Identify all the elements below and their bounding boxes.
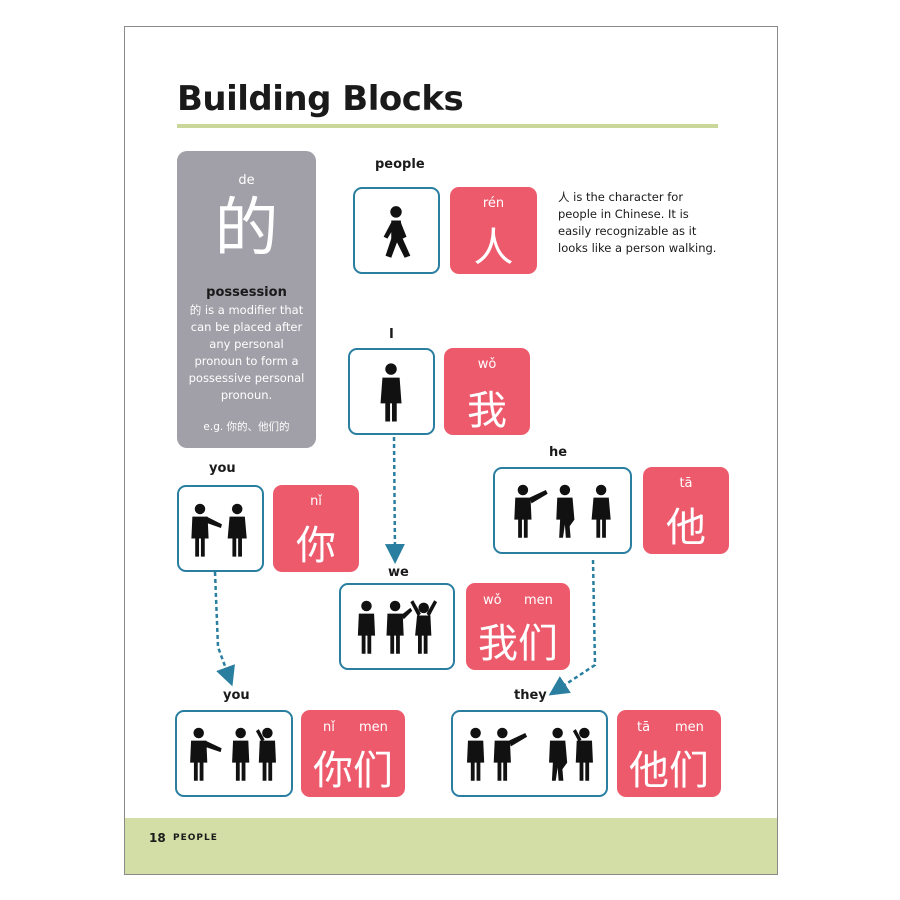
pinyin-first: nǐ <box>323 720 335 735</box>
arrow-he-to-they <box>548 559 597 696</box>
pointing-person-icon <box>177 485 264 572</box>
sidebar-pinyin: de <box>238 173 255 188</box>
pinyin-second: men <box>359 720 388 735</box>
sidebar-body: 的 is a modifier that can be placed after… <box>188 303 305 402</box>
walking-person-icon <box>353 187 440 274</box>
relationship-arrows <box>213 436 597 696</box>
character-box-he: tā 他 <box>643 467 729 554</box>
title-underline <box>177 124 718 128</box>
character: 你们 <box>313 748 393 794</box>
character: 他 <box>666 505 706 551</box>
pinyin-first: wǒ <box>483 593 502 608</box>
character-box-i: wǒ 我 <box>444 348 530 435</box>
sidebar-character: 的 <box>214 192 279 266</box>
character: 我 <box>467 388 507 434</box>
i-label: I <box>389 327 394 342</box>
pointing-at-person-icon <box>493 467 632 554</box>
pinyin-first: tā <box>637 720 651 735</box>
page-title: Building Blocks <box>177 79 464 119</box>
pinyin: rén <box>482 196 505 211</box>
character-box-we: wǒ men 我们 <box>466 583 570 670</box>
pinyin-second: men <box>675 720 704 735</box>
character: 你 <box>296 523 336 569</box>
character-box-they: tā men 他们 <box>617 710 721 797</box>
we-label: we <box>388 565 409 580</box>
page-number: 18 <box>149 831 166 845</box>
people-description: 人 is the character for people in Chinese… <box>558 190 717 255</box>
possession-sidebar: de 的 possession 的 is a modifier that can… <box>177 151 316 448</box>
sidebar-heading: possession <box>206 285 287 300</box>
character: 我们 <box>478 621 558 667</box>
character-box-you: nǐ 你 <box>273 485 359 572</box>
workbook-page: Building Blocks de 的 possession 的 is a m… <box>124 26 778 875</box>
pointing-at-pair-icon <box>451 710 608 797</box>
they-label: they <box>514 688 547 703</box>
pointing-at-group-icon <box>175 710 293 797</box>
character-box-you-plural: nǐ men 你们 <box>301 710 405 797</box>
section-name: PEOPLE <box>173 833 218 843</box>
you-label: you <box>209 461 236 476</box>
arrow-you-to-you-plural <box>213 571 235 687</box>
character-box-people: rén 人 <box>450 187 537 274</box>
you-plural-label: you <box>223 688 250 703</box>
pinyin-second: men <box>524 593 553 608</box>
sidebar-example: e.g. 你的、他们的 <box>203 421 290 433</box>
arrow-i-to-we <box>384 436 405 564</box>
single-person-icon <box>348 348 435 435</box>
page-footer: 18 PEOPLE <box>125 818 777 874</box>
people-label: people <box>375 157 425 172</box>
pinyin: wǒ <box>477 357 497 372</box>
group-cheering-icon <box>339 583 455 670</box>
pinyin: nǐ <box>310 494 322 509</box>
character: 人 <box>473 225 514 271</box>
character: 他们 <box>629 748 709 794</box>
pinyin: tā <box>679 476 693 491</box>
he-label: he <box>549 445 568 460</box>
